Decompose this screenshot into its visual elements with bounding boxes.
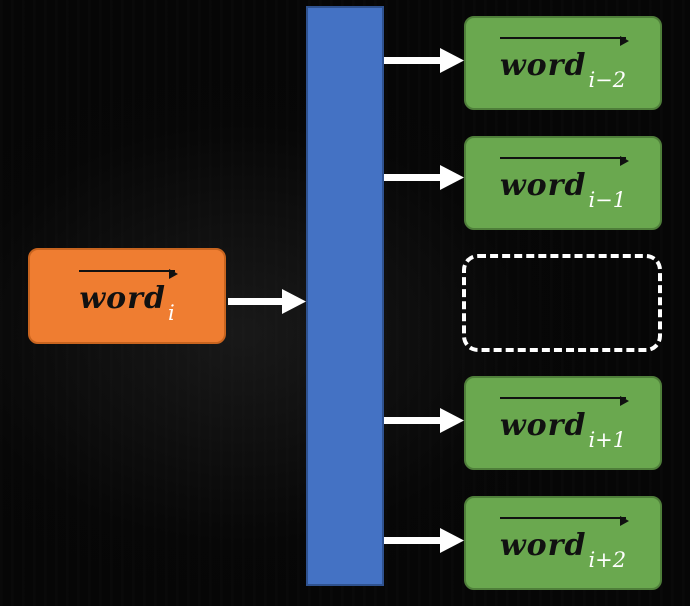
vector-arrow-bar: [499, 36, 630, 46]
input-word-vector: wordi: [79, 267, 178, 325]
output-word-vector-1: wordi−2: [499, 34, 630, 92]
output-word-subscript-1: i−2: [588, 68, 627, 92]
vector-arrow-bar: [499, 396, 630, 406]
output-word-text-1: word: [499, 48, 587, 83]
placeholder-dashed-box: [462, 254, 662, 352]
output-word-text-4: word: [499, 408, 587, 443]
vector-arrow-bar: [499, 516, 630, 526]
vector-arrow-head: [620, 516, 630, 526]
vector-arrow-bar: [79, 269, 178, 279]
vector-arrow-bar: [499, 156, 630, 166]
vector-arrow-head: [620, 396, 630, 406]
output-word-box-4: wordi+1: [464, 376, 662, 470]
output-word-box-5: wordi+2: [464, 496, 662, 590]
output-word-vector-2: wordi−1: [499, 154, 630, 212]
arrow-projection-to-output-5: [384, 528, 464, 553]
output-word-subscript-5: i+2: [588, 548, 627, 572]
output-word-box-1: wordi−2: [464, 16, 662, 110]
input-word-subscript: i: [167, 301, 175, 325]
output-word-text-5: word: [499, 528, 587, 563]
arrow-projection-to-output-2: [384, 165, 464, 190]
input-word-text: word: [79, 281, 166, 316]
vector-arrow-head: [620, 156, 630, 166]
arrow-projection-to-output-4: [384, 408, 464, 433]
arrow-projection-to-output-1: [384, 48, 464, 73]
output-word-subscript-2: i−1: [588, 188, 627, 212]
output-word-text-2: word: [499, 168, 587, 203]
projection-layer-bar: [306, 6, 384, 586]
output-word-box-2: wordi−1: [464, 136, 662, 230]
vector-arrow-head: [168, 269, 178, 279]
vector-arrow-head: [620, 36, 630, 46]
output-word-vector-4: wordi+1: [499, 394, 630, 452]
output-word-vector-5: wordi+2: [499, 514, 630, 572]
input-word-box: wordi: [28, 248, 226, 344]
output-word-subscript-4: i+1: [588, 428, 627, 452]
arrow-input-to-projection: [228, 289, 306, 314]
